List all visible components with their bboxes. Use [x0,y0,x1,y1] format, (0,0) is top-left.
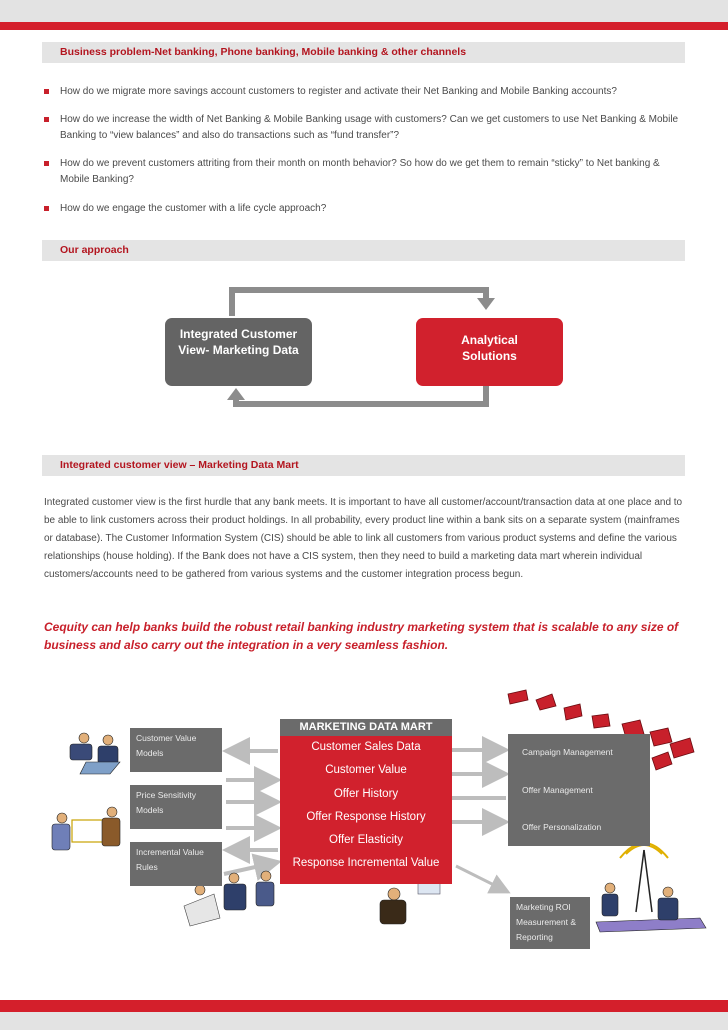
campaign-management-label: Campaign Management [522,747,613,757]
offer-personalization-label: Offer Personalization [522,822,602,832]
data-mart-diagram-art [51,689,707,933]
mart-item: Response Incremental Value [292,857,440,869]
integrated-customer-view-box: Integrated Customer View- Marketing Data [165,318,312,386]
mart-item: Offer Response History [306,811,426,823]
section-title: Business problem-Net banking, Phone bank… [60,46,467,58]
bullet-square-icon [44,89,49,94]
body-paragraph: Integrated customer view is the first hu… [44,497,683,580]
bullet-square-icon [44,206,49,211]
envelope-icons [507,689,695,771]
section-title: Our approach [60,244,129,256]
box-label: Incremental Value Rules [136,847,204,872]
mart-item: Customer Value [325,764,407,776]
analytical-solutions-box: Analytical Solutions [416,318,563,386]
marketing-applications-box [508,734,650,846]
box-label: Integrated Customer View- Marketing Data [178,327,299,357]
box-label: Price Sensitivity Models [136,790,196,815]
incremental-value-rules-box: Incremental Value Rules [130,842,222,886]
offer-management-label: Offer Management [522,785,593,795]
box-label: Customer Value Models [136,733,197,758]
section-header-integrated-view: Integrated customer view – Marketing Dat… [42,455,685,476]
customer-value-models-box: Customer Value Models [130,728,222,772]
bottom-band [0,1012,728,1030]
section-title: Integrated customer view – Marketing Dat… [60,459,299,471]
section-header-business-problem: Business problem-Net banking, Phone bank… [42,42,685,63]
mart-item: Customer Sales Data [311,741,421,753]
price-sensitivity-models-box: Price Sensitivity Models [130,785,222,829]
marketing-data-mart-title: MARKETING DATA MART [280,719,452,736]
marketing-data-mart-box [280,736,452,884]
marketing-roi-box: Marketing ROI Measurement & Reporting [510,897,590,949]
bullet-square-icon [44,117,49,122]
bottom-red-rule [0,1000,728,1012]
box-label: Analytical Solutions [461,333,518,363]
top-band [0,0,728,22]
bullet-square-icon [44,161,49,166]
mart-item: Offer History [333,788,399,800]
approach-cycle-arrows [227,287,495,407]
mart-item: Offer Elasticity [329,834,403,846]
box-label: Marketing ROI Measurement & Reporting [516,902,576,942]
highlight-statement: Cequity can help banks build the robust … [44,620,679,652]
section-header-our-approach: Our approach [42,240,685,261]
top-red-rule [0,22,728,30]
